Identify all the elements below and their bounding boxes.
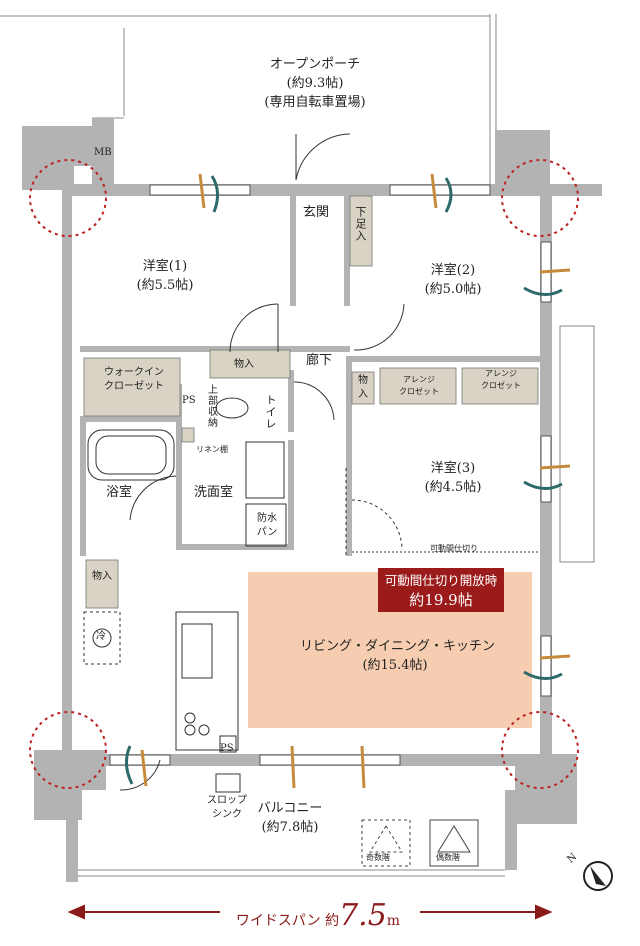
washroom-label: 洗面室 — [194, 485, 234, 500]
walkin-line2: クローゼット — [104, 380, 164, 392]
shoe-storage-label: 下足入 — [353, 206, 367, 242]
storage3-label: 物入 — [358, 375, 368, 400]
western1-label: 洋室(1) (約5.5帖) — [120, 258, 210, 296]
storage1-label: 物入 — [234, 359, 254, 370]
slop-sink-label: スロップ シンク — [204, 794, 250, 821]
ldk-area: (約15.4帖) — [362, 657, 428, 673]
porch-label: オープンポーチ (約9.3帖) (専用自転車置場) — [240, 56, 390, 113]
storage-areas — [83, 195, 539, 609]
badge-line2: 約19.9帖 — [409, 591, 473, 610]
span-value: 7.5 — [339, 898, 387, 933]
toilet-label: トイレ — [263, 394, 277, 430]
western2-label: 洋室(2) (約5.0帖) — [408, 262, 498, 300]
walkin-label: ウォークイン クローゼット — [94, 366, 174, 393]
arrange1-line2: クロゼット — [399, 386, 439, 396]
walkin-line1: ウォークイン — [104, 367, 164, 378]
arrange2-line2: クロゼット — [481, 380, 521, 390]
waterproof-pan-line1: 防水 — [257, 513, 277, 524]
western3-name: 洋室(3) — [430, 461, 476, 476]
waterproof-pan-label: 防水 パン — [250, 512, 284, 539]
badge-line1: 可動間仕切り開放時 — [384, 573, 498, 588]
span-arrow — [67, 904, 553, 920]
bath-label: 浴室 — [106, 485, 133, 500]
odd-floor-label: 奇数階 — [366, 853, 390, 862]
ldk-label: リビング・ダイニング・キッチン (約15.4帖) — [300, 638, 496, 676]
arrange1-label: アレンジ クロゼット — [384, 374, 454, 397]
porch-note: (専用自転車置場) — [264, 94, 366, 110]
porch-area: (約9.3帖) — [286, 75, 344, 91]
balcony-area: (約7.8帖) — [261, 819, 319, 835]
span-prefix: ワイドスパン 約 — [235, 913, 340, 929]
ps2-label: PS — [220, 743, 234, 754]
fridge-label: 冷 — [96, 631, 106, 642]
wide-span-label: ワイドスパン 約7.5m — [218, 898, 418, 933]
western2-area: (約5.0帖) — [424, 281, 482, 297]
western3-label: 洋室(3) (約4.5帖) — [408, 460, 498, 498]
open-partition-badge: 可動間仕切り開放時 約19.9帖 — [378, 568, 504, 612]
compass-icon — [583, 861, 613, 891]
upper-storage-label: 上部収納 — [205, 384, 217, 428]
ldk-name: リビング・ダイニング・キッチン — [300, 639, 496, 654]
porch-name: オープンポーチ — [269, 57, 361, 72]
entrance-label: 玄関 — [303, 205, 330, 220]
western3-area: (約4.5帖) — [424, 479, 482, 495]
span-unit: m — [386, 913, 401, 929]
mb-label: MB — [94, 147, 112, 158]
western1-name: 洋室(1) — [142, 259, 188, 274]
ps1-label: PS — [182, 395, 196, 406]
slop-sink-line1: スロップ — [207, 795, 247, 806]
partition-label: 可動間仕切り — [430, 544, 478, 553]
balcony-name: バルコニー — [257, 801, 323, 816]
hallway-label: 廊下 — [306, 353, 333, 368]
slop-sink-line2: シンク — [212, 808, 242, 820]
linen-label: リネン棚 — [196, 445, 228, 454]
arrange2-label: アレンジ クロゼット — [466, 368, 536, 391]
corner-marks — [29, 159, 579, 789]
storage2-label: 物入 — [92, 571, 112, 582]
arrange1-line1: アレンジ — [403, 375, 435, 384]
even-floor-label: 偶数階 — [436, 853, 460, 862]
western1-area: (約5.5帖) — [136, 277, 194, 293]
waterproof-pan-line2: パン — [256, 526, 278, 538]
balcony-label: バルコニー (約7.8帖) — [250, 800, 330, 838]
arrange2-line1: アレンジ — [485, 369, 517, 378]
western2-name: 洋室(2) — [430, 263, 476, 278]
